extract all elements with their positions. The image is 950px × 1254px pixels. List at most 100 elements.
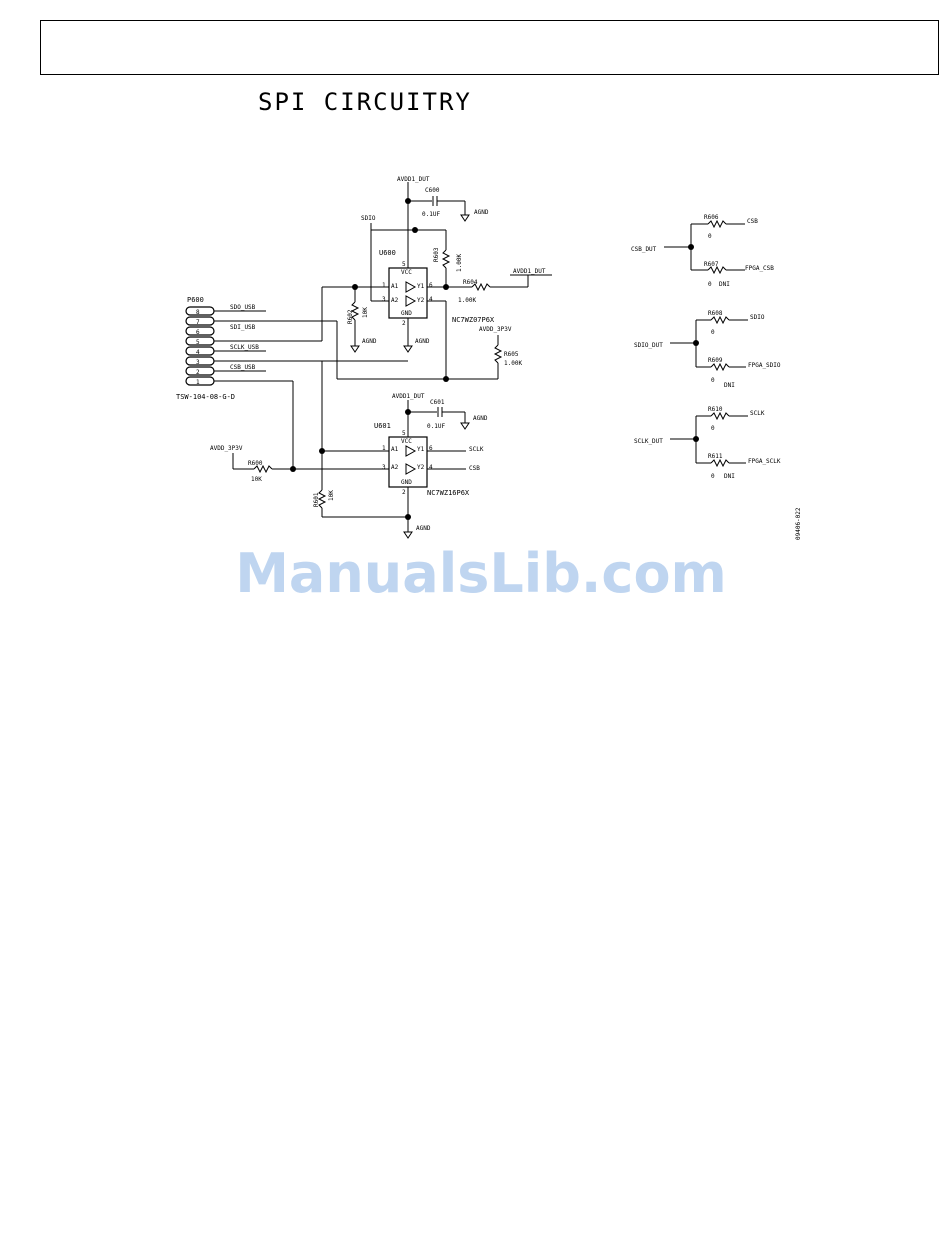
r611-dni: DNI [724, 473, 735, 480]
p600-pin: 5 [196, 339, 200, 346]
u601-buffer-gate-1 [405, 445, 417, 457]
r601-value: 10K [328, 490, 335, 501]
u601-y2-label: Y2 [417, 464, 425, 471]
net-csb-usb: CSB_USB [230, 364, 256, 371]
u600-agnd: AGND [415, 338, 430, 345]
u600-body [388, 267, 428, 319]
u600-buffer-gate-1 [405, 281, 417, 293]
r609-value: 0 [711, 377, 715, 384]
r605-avdd-label: AVDD_3P3V [479, 326, 512, 333]
figure-code: 09406-022 [795, 507, 802, 540]
r600-value: 10K [251, 476, 262, 483]
sdio-net-label: SDIO [361, 215, 376, 222]
r607-ref: R607 [704, 261, 719, 268]
r610-net: SCLK [750, 410, 765, 417]
p600-part: TSW-104-08-G-D [176, 393, 235, 401]
u601-gnd-label: GND [401, 479, 412, 486]
sdio-jumper-block: SDIO_DUT R608 0 SDIO R609 0 DNI FPGA_SDI… [634, 310, 781, 389]
r609-ref: R609 [708, 357, 723, 364]
u600-buffer: U600 VCC GND A1 A2 Y1 Y2 5 2 1 3 6 4 NC7… [379, 249, 495, 327]
u600-y1-label: Y1 [417, 283, 425, 290]
p600-pin: 7 [196, 319, 200, 326]
u601-buffer: U601 VCC GND A1 A2 Y1 Y2 5 2 1 3 6 4 NC7… [374, 422, 470, 497]
u601-vcc-label: VCC [401, 438, 412, 445]
r611-net: FPGA_SCLK [748, 458, 781, 465]
p600-pin: 8 [196, 309, 200, 316]
r609-net: FPGA_SDIO [748, 362, 781, 369]
csb-jumper-block: CSB_DUT R606 0 CSB R607 0 DNI FPGA_CSB [631, 214, 774, 288]
c600-ref: C600 [425, 187, 440, 194]
u601-csb-out: CSB [469, 465, 480, 472]
sclk-dut-label: SCLK_DUT [634, 438, 663, 445]
r611-ref: R611 [708, 453, 723, 460]
r607-net: FPGA_CSB [745, 265, 774, 272]
net-sdi-usb: SDI_USB [230, 324, 256, 331]
u600-wiring: AVDD1_DUT C600 0.1UF AGND SDIO R603 1.00… [322, 176, 552, 382]
p600-pin: 1 [196, 379, 200, 386]
u601-sclk-out: SCLK [469, 446, 484, 453]
r606-value: 0 [708, 233, 712, 240]
r600-avdd-label: AVDD_3P3V [210, 445, 243, 452]
u601-y1-label: Y1 [417, 446, 425, 453]
u601-pin-vcc: 5 [402, 430, 406, 437]
u600-pin-vcc: 5 [402, 261, 406, 268]
r611-value: 0 [711, 473, 715, 480]
r608-ref: R608 [708, 310, 723, 317]
net-sclk-usb: SCLK_USB [230, 344, 259, 351]
u600-pin-a1: 1 [382, 282, 386, 289]
r606-net: CSB [747, 218, 758, 225]
u601-buffer-gate-2 [405, 463, 417, 475]
u600-buffer-gate-2 [405, 295, 417, 307]
c601-ref: C601 [430, 399, 445, 406]
u600-pin-a2: 3 [382, 296, 386, 303]
r610-ref: R610 [708, 406, 723, 413]
sclk-jumper-block: SCLK_DUT R610 0 SCLK R611 0 DNI FPGA_SCL… [634, 406, 781, 480]
c600-agnd: AGND [474, 209, 489, 216]
r610-value: 0 [711, 425, 715, 432]
r601-ref: R601 [313, 492, 320, 507]
u601-ref: U601 [374, 422, 391, 430]
p600-pin: 4 [196, 349, 200, 356]
u601-pin-gnd: 2 [402, 489, 406, 496]
r604-value: 1.00K [458, 297, 476, 304]
u600-pin-y1: 6 [429, 282, 433, 289]
r608-net: SDIO [750, 314, 765, 321]
u601-pin-a1: 1 [382, 445, 386, 452]
u600-y2-label: Y2 [417, 297, 425, 304]
watermark-logo: ManualsLib.com [235, 542, 727, 605]
u601-a1-label: A1 [391, 446, 399, 453]
r608-value: 0 [711, 329, 715, 336]
r605-ref: R605 [504, 351, 519, 358]
u601-a2-label: A2 [391, 464, 399, 471]
header-frame [40, 20, 939, 75]
u601-agnd: AGND [416, 525, 431, 532]
u600-avdd1-label: AVDD1_DUT [397, 176, 430, 183]
r600-ref: R600 [248, 460, 263, 467]
u600-pin-gnd: 2 [402, 320, 406, 327]
r607-dni: DNI [719, 281, 730, 288]
u600-part: NC7WZ07P6X [452, 316, 495, 324]
page-title: SPI CIRCUITRY [258, 88, 472, 116]
r603-ref: R603 [433, 247, 440, 262]
r604-ref: R604 [463, 279, 478, 286]
u600-gnd-label: GND [401, 310, 412, 317]
p600-pin: 3 [196, 359, 200, 366]
r605-value: 1.00K [504, 360, 522, 367]
r602-ref: R602 [347, 309, 354, 324]
u601-pin-y2: 4 [429, 464, 433, 471]
r602-value: 10K [362, 307, 369, 318]
u601-avdd1-label: AVDD1_DUT [392, 393, 425, 400]
csb-dut-label: CSB_DUT [631, 246, 657, 253]
p600-header: P600 8 7 6 5 4 3 2 1 TSW-104-08-G-D SDO_… [176, 287, 408, 401]
u601-wiring: AVDD1_DUT C601 0.1UF AGND SCLK CSB R601 … [210, 361, 488, 539]
r606-ref: R606 [704, 214, 719, 221]
net-sdo-usb: SDO_USB [230, 304, 256, 311]
p600-ref: P600 [187, 296, 204, 304]
u601-pin-y1: 6 [429, 445, 433, 452]
u601-part: NC7WZ16P6X [427, 489, 470, 497]
r604-avdd1-label: AVDD1_DUT [513, 268, 546, 275]
u600-ref: U600 [379, 249, 396, 257]
c601-value: 0.1UF [427, 423, 445, 430]
sdio-dut-label: SDIO_DUT [634, 342, 663, 349]
